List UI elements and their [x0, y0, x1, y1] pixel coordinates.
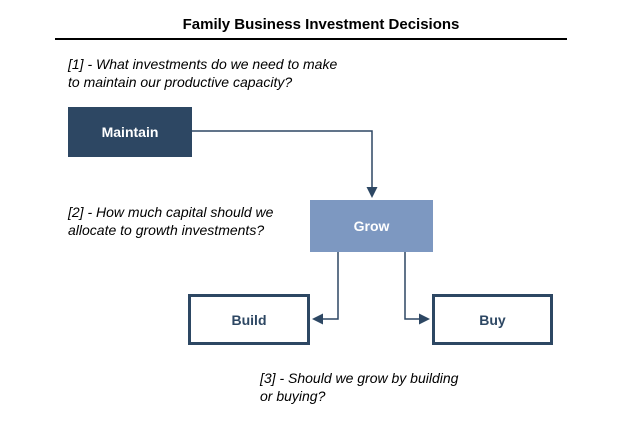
node-maintain-label: Maintain [101, 124, 159, 140]
arrow-maintain-to-grow [192, 130, 378, 198]
arrow-grow-to-build [312, 252, 339, 325]
node-maintain: Maintain [68, 107, 192, 157]
node-build-label: Build [231, 311, 267, 328]
node-buy-label: Buy [479, 311, 506, 328]
node-grow-label: Grow [353, 218, 390, 234]
node-buy: Buy [432, 294, 553, 345]
page-title: Family Business Investment Decisions [182, 16, 460, 33]
annotation-1: [1] - What investments do we need to mak… [68, 56, 338, 90]
node-grow: Grow [310, 200, 433, 252]
annotation-3: [3] - Should we grow by building or buyi… [260, 370, 459, 404]
arrow-maintain-to-grow-line [192, 130, 373, 188]
annotation-2: [2] - How much capital should we allocat… [68, 204, 274, 238]
arrow-right-icon [419, 313, 430, 325]
arrow-grow-to-buy [404, 252, 430, 325]
node-build: Build [188, 294, 310, 345]
arrow-left-icon [312, 313, 323, 325]
arrow-grow-to-buy-line [404, 252, 420, 320]
arrow-down-icon [366, 187, 378, 198]
arrow-grow-to-build-line [322, 252, 339, 320]
title-underline [55, 38, 567, 40]
